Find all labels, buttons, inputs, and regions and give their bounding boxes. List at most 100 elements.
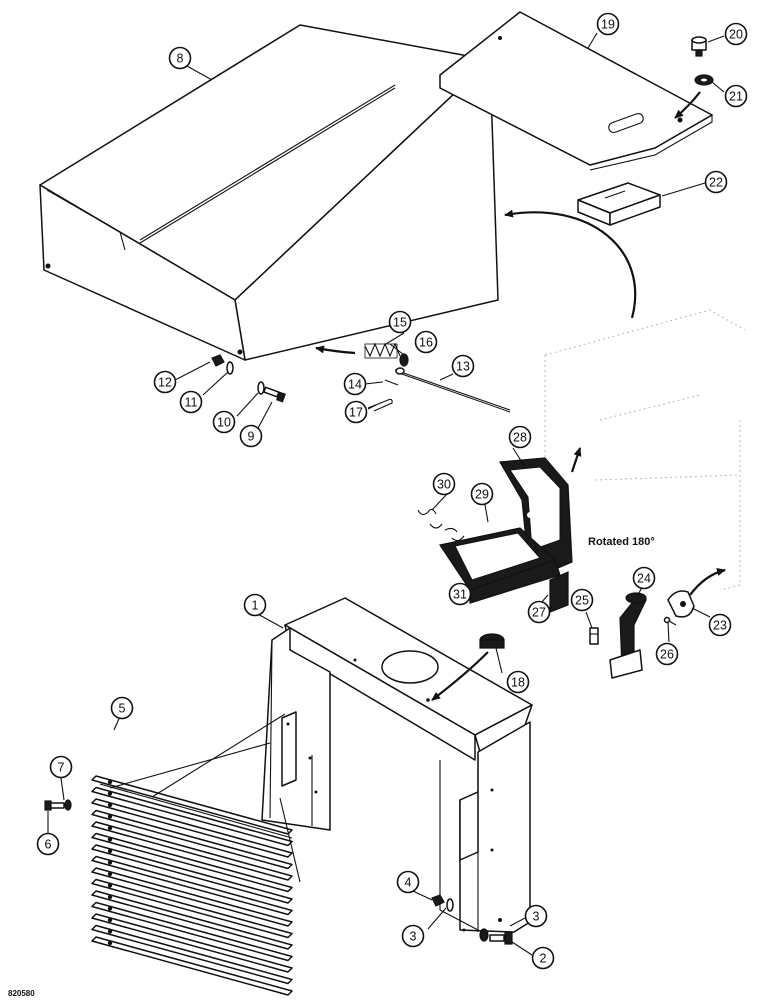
grille-part [91,775,301,996]
callout-3: 3 [401,924,425,948]
callout-15: 15 [388,310,412,334]
callout-1: 1 [243,593,267,617]
callout-9: 9 [239,424,263,448]
seat-latch-lever-part [609,592,647,679]
callout-number: 16 [419,336,433,350]
callout-number: 19 [601,18,615,32]
grille-bar [91,924,293,985]
callout-19: 19 [596,12,620,36]
callout-27: 27 [527,600,551,624]
plug-cap-part [479,633,505,649]
callout-number: 12 [158,376,172,390]
callout-number: 5 [119,702,126,716]
callout-29: 29 [470,482,494,506]
callout-number: 7 [58,761,65,775]
callout-number: 11 [185,396,198,410]
callout-16: 16 [414,330,438,354]
grille-bar [91,786,293,847]
callout-number: 27 [532,606,546,620]
callout-11: 11 [179,390,203,414]
callout-number: 21 [729,90,743,104]
grille-bolt [44,799,72,811]
callout-number: 17 [349,406,363,420]
callout-number: 9 [248,430,255,444]
callout-14: 14 [343,372,367,396]
callout-20: 20 [724,22,748,46]
callout-bubbles: 1233456789101112131415161718192021222324… [36,12,748,970]
callout-number: 30 [437,478,451,492]
callout-7: 7 [49,755,73,779]
callout-8: 8 [168,46,192,70]
callout-24: 24 [632,566,656,590]
grille-bar [91,878,293,939]
grille-bar [91,798,293,858]
spring-part [364,342,401,359]
callout-number: 2 [540,952,547,966]
callout-28: 28 [508,425,532,449]
side-panel-part [439,11,713,171]
grille-bar [91,936,293,996]
drawing-code: 820580 [8,989,35,998]
callout-26: 26 [655,642,679,666]
callout-number: 13 [456,360,470,374]
callout-number: 26 [660,648,674,662]
rotation-note: Rotated 180° [588,536,655,548]
callout-5: 5 [110,696,134,720]
cab-reference-outline [544,309,746,591]
callout-number: 20 [729,28,743,42]
callout-17: 17 [344,400,368,424]
callout-number: 24 [637,572,651,586]
callout-21: 21 [724,84,748,108]
grille-bar [91,913,293,973]
callout-6: 6 [36,832,60,856]
callout-number: 29 [475,488,489,502]
callout-number: 23 [713,619,727,633]
callout-number: 8 [177,52,184,66]
grille-bar [91,901,293,962]
callout-number: 18 [511,676,525,690]
grille-bar [91,775,293,835]
latch-bracket-part [667,590,695,618]
washer-part [694,74,714,86]
seat-assembly [417,457,573,613]
main-frame-part [261,597,533,933]
grille-bar [91,844,293,904]
callout-25: 25 [570,588,594,612]
callout-number: 3 [410,930,417,944]
callout-22: 22 [704,170,728,194]
callout-12: 12 [153,370,177,394]
hood-hardware [211,342,511,413]
callout-number: 25 [575,594,589,608]
callout-18: 18 [506,670,530,694]
callout-2: 2 [531,946,555,970]
pad-part [577,182,661,226]
grille-bar [91,890,293,950]
callout-number: 4 [405,876,412,890]
callout-31: 31 [448,582,472,606]
grille-bar [91,867,293,927]
top-cover-part [39,24,499,361]
callout-23: 23 [708,613,732,637]
grille-bar [91,821,293,881]
grille-bar [91,809,293,870]
callout-number: 28 [513,431,527,445]
callout-number: 22 [709,176,723,190]
callout-number: 31 [453,588,467,602]
callout-number: 15 [393,316,407,330]
callout-number: 6 [45,838,52,852]
callout-number: 1 [252,599,259,613]
bolt-part-25 [589,627,599,645]
frame-bolt [431,894,513,945]
callout-4: 4 [396,870,420,894]
callout-number: 14 [348,378,362,392]
screw-part-26 [663,616,677,626]
knob-fastener-part [691,36,707,57]
callout-13: 13 [451,354,475,378]
callout-number: 10 [217,416,231,430]
callout-number: 3 [533,910,540,924]
callout-30: 30 [432,472,456,496]
grille-bar [91,855,293,916]
callout-10: 10 [212,410,236,434]
callout-3: 3 [524,904,548,928]
